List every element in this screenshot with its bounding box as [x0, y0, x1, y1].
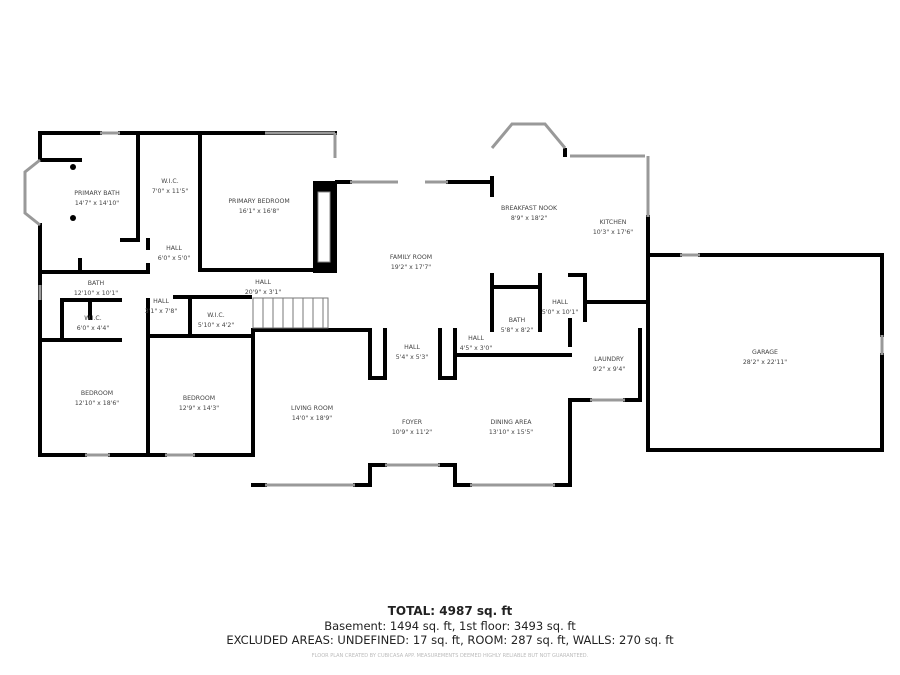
svg-text:5'0" x 10'1": 5'0" x 10'1"	[542, 309, 579, 316]
room-primary-bedroom: PRIMARY BEDROOM 16'1" x 16'8"	[228, 198, 289, 215]
svg-text:FAMILY ROOM: FAMILY ROOM	[390, 254, 432, 261]
svg-text:HALL: HALL	[552, 299, 568, 306]
floor-areas: Basement: 1494 sq. ft, 1st floor: 3493 s…	[324, 619, 576, 633]
svg-text:PRIMARY BATH: PRIMARY BATH	[74, 190, 120, 197]
svg-text:3'1" x 7'8": 3'1" x 7'8"	[145, 308, 178, 315]
svg-text:19'2" x 17'7": 19'2" x 17'7"	[391, 264, 431, 271]
svg-text:4'5" x 3'0": 4'5" x 3'0"	[460, 345, 493, 352]
svg-text:HALL: HALL	[404, 344, 420, 351]
svg-text:12'10" x 18'6": 12'10" x 18'6"	[75, 400, 119, 407]
svg-text:KITCHEN: KITCHEN	[600, 219, 627, 226]
svg-text:GARAGE: GARAGE	[752, 349, 778, 356]
room-hall-1: HALL 6'0" x 5'0"	[158, 245, 191, 262]
room-wic-primary: W.I.C. 7'0" x 11'5"	[152, 178, 189, 195]
svg-text:10'3" x 17'6": 10'3" x 17'6"	[593, 229, 633, 236]
room-hall-2: HALL 20'9" x 3'1"	[245, 279, 282, 296]
svg-text:5'4" x 5'3": 5'4" x 5'3"	[396, 354, 429, 361]
room-bath-1: BATH 12'10" x 10'1"	[74, 280, 118, 297]
fixture-icon	[70, 215, 76, 221]
room-hall-3: HALL 3'1" x 7'8"	[145, 298, 178, 315]
room-garage: GARAGE 28'2" x 22'11"	[743, 349, 787, 366]
credit-note: FLOOR PLAN CREATED BY CUBICASA APP. MEAS…	[311, 653, 589, 659]
svg-text:12'9" x 14'3": 12'9" x 14'3"	[179, 405, 219, 412]
room-family-room: FAMILY ROOM 19'2" x 17'7"	[390, 254, 432, 271]
total-area: TOTAL: 4987 sq. ft	[387, 604, 513, 618]
svg-text:5'8" x 8'2": 5'8" x 8'2"	[501, 327, 534, 334]
svg-text:20'9" x 3'1": 20'9" x 3'1"	[245, 289, 282, 296]
svg-text:7'0" x 11'5": 7'0" x 11'5"	[152, 188, 189, 195]
svg-text:BATH: BATH	[88, 280, 105, 287]
room-hall-4: HALL 5'4" x 5'3"	[396, 344, 429, 361]
room-bedroom-1: BEDROOM 12'10" x 18'6"	[75, 390, 119, 407]
svg-text:28'2" x 22'11": 28'2" x 22'11"	[743, 359, 787, 366]
room-bedroom-2: BEDROOM 12'9" x 14'3"	[179, 395, 219, 412]
room-foyer: FOYER 10'9" x 11'2"	[392, 419, 432, 436]
room-bath-2: BATH 5'8" x 8'2"	[501, 317, 534, 334]
svg-text:LAUNDRY: LAUNDRY	[594, 356, 624, 363]
svg-text:5'10" x 4'2": 5'10" x 4'2"	[198, 322, 235, 329]
svg-text:BEDROOM: BEDROOM	[183, 395, 215, 402]
walls	[38, 131, 884, 487]
svg-text:W.I.C.: W.I.C.	[207, 312, 224, 319]
svg-text:13'10" x 15'5": 13'10" x 15'5"	[489, 429, 533, 436]
svg-text:DINING AREA: DINING AREA	[490, 419, 532, 426]
room-laundry: LAUNDRY 9'2" x 9'4"	[593, 356, 626, 373]
room-dining-area: DINING AREA 13'10" x 15'5"	[489, 419, 533, 436]
room-living-room: LIVING ROOM 14'0" x 18'9"	[291, 405, 333, 422]
svg-text:HALL: HALL	[255, 279, 271, 286]
svg-text:6'0" x 5'0": 6'0" x 5'0"	[158, 255, 191, 262]
svg-text:14'0" x 18'9": 14'0" x 18'9"	[292, 415, 332, 422]
svg-text:HALL: HALL	[468, 335, 484, 342]
room-wic-2: W.I.C. 6'0" x 4'4"	[77, 315, 110, 332]
stairs	[252, 297, 329, 329]
svg-text:PRIMARY BEDROOM: PRIMARY BEDROOM	[228, 198, 289, 205]
svg-text:6'0" x 4'4": 6'0" x 4'4"	[77, 325, 110, 332]
fixture-icon	[70, 164, 76, 170]
svg-text:BATH: BATH	[509, 317, 526, 324]
room-hall-6: HALL 5'0" x 10'1"	[542, 299, 579, 316]
svg-text:FOYER: FOYER	[402, 419, 423, 426]
svg-text:16'1" x 16'8": 16'1" x 16'8"	[239, 208, 279, 215]
svg-text:10'9" x 11'2": 10'9" x 11'2"	[392, 429, 432, 436]
svg-text:HALL: HALL	[166, 245, 182, 252]
excluded-areas: EXCLUDED AREAS: UNDEFINED: 17 sq. ft, RO…	[226, 633, 674, 647]
svg-text:8'9" x 18'2": 8'9" x 18'2"	[511, 215, 548, 222]
room-kitchen: KITCHEN 10'3" x 17'6"	[593, 219, 633, 236]
svg-text:9'2" x 9'4": 9'2" x 9'4"	[593, 366, 626, 373]
room-wic-3: W.I.C. 5'10" x 4'2"	[198, 312, 235, 329]
svg-text:W.I.C.: W.I.C.	[161, 178, 178, 185]
room-labels: PRIMARY BATH 14'7" x 14'10" W.I.C. 7'0" x …	[74, 178, 787, 436]
svg-text:BEDROOM: BEDROOM	[81, 390, 113, 397]
svg-text:14'7" x 14'10": 14'7" x 14'10"	[75, 200, 119, 207]
room-breakfast-nook: BREAKFAST NOOK 8'9" x 18'2"	[501, 205, 558, 222]
svg-text:12'10" x 10'1": 12'10" x 10'1"	[74, 290, 118, 297]
svg-text:BREAKFAST NOOK: BREAKFAST NOOK	[501, 205, 558, 212]
windows	[23, 122, 884, 487]
svg-text:W.I.C.: W.I.C.	[84, 315, 101, 322]
svg-text:HALL: HALL	[153, 298, 169, 305]
svg-text:LIVING ROOM: LIVING ROOM	[291, 405, 333, 412]
room-primary-bath: PRIMARY BATH 14'7" x 14'10"	[74, 190, 120, 207]
room-hall-5: HALL 4'5" x 3'0"	[460, 335, 493, 352]
